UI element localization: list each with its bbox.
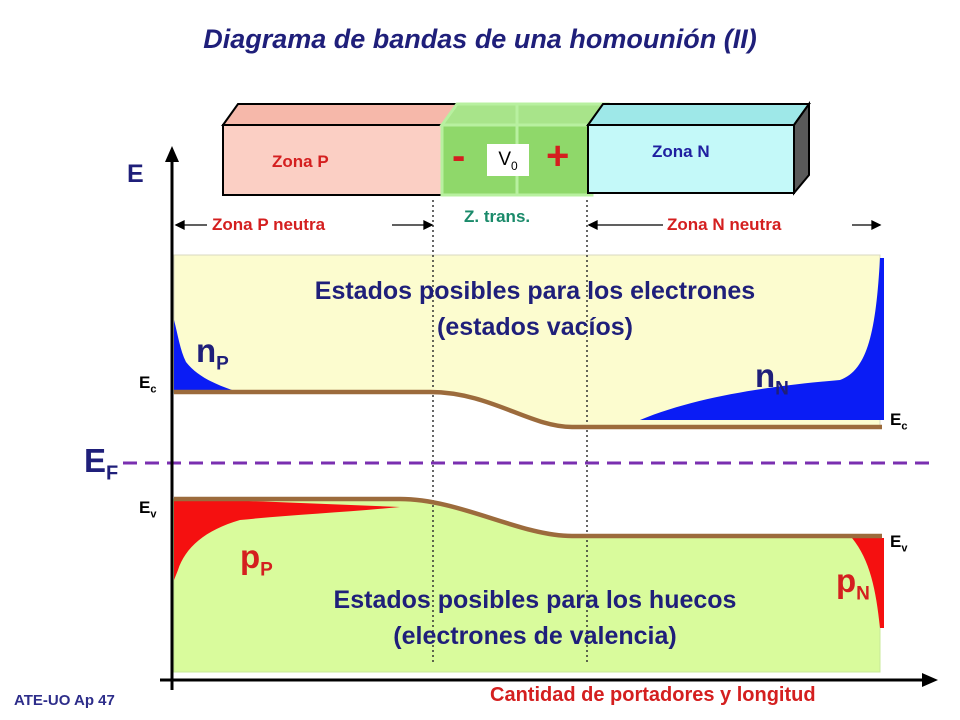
ec-right-label: Ec (890, 410, 908, 433)
slide-footer: ATE-UO Ap 47 (14, 692, 115, 709)
zona-p-block (221, 103, 459, 196)
zona-n-block (586, 100, 811, 196)
region-arrows (174, 219, 882, 231)
p-neutral-label: Zona P neutra (212, 215, 326, 234)
ev-left-label: Ev (139, 498, 157, 521)
zona-p-label: Zona P (272, 152, 329, 171)
axes (160, 146, 938, 690)
electron-distribution-p (174, 320, 232, 390)
plus-sign: + (546, 134, 570, 178)
transition-zone-label: Z. trans. (464, 207, 531, 226)
valence-band-edge (174, 496, 882, 539)
valence-band-label: Estados posibles para los huecos (electr… (333, 586, 737, 650)
electron-distribution-n (640, 258, 884, 420)
conduction-band-label: Estados posibles para los electrones (es… (314, 277, 756, 341)
pn-label: pN (836, 562, 870, 605)
minus-sign: - (452, 134, 466, 178)
fermi-level-label: EF (84, 442, 119, 485)
ev-right-label: Ev (890, 532, 908, 555)
np-label: nP (196, 332, 229, 375)
built-in-voltage-label: V0 (487, 144, 529, 176)
ec-left-label: Ec (139, 373, 157, 396)
zona-n-label: Zona N (652, 142, 710, 161)
page-title: Diagrama de bandas de una homounión (II) (203, 24, 757, 54)
conduction-band-edge (174, 389, 882, 430)
energy-axis-label: E (127, 160, 144, 188)
hole-distribution-p (174, 498, 400, 580)
hole-distribution-n (852, 538, 884, 628)
nn-label: nN (755, 357, 789, 400)
n-neutral-label: Zona N neutra (667, 215, 782, 234)
pp-label: pP (240, 538, 273, 581)
x-axis-label: Cantidad de portadores y longitud (490, 684, 816, 706)
